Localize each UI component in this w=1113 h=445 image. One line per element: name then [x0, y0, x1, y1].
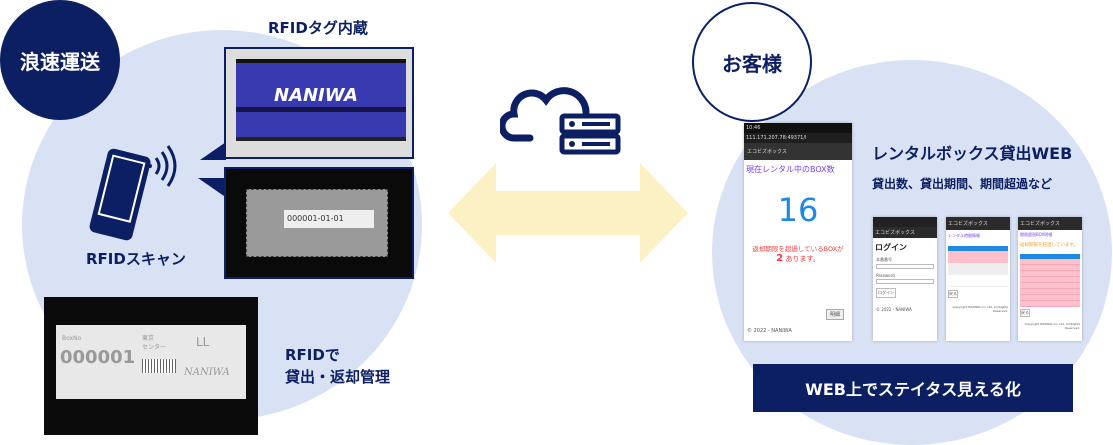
tag-label: RFIDタグ内蔵	[268, 19, 368, 37]
rental-count: 16	[777, 191, 819, 229]
detail-button[interactable]: 明細	[825, 309, 844, 320]
box-brand: NANIWA	[274, 85, 358, 106]
web-title: レンタルボックス貸出WEB	[872, 144, 1073, 163]
barcode	[142, 359, 176, 373]
double-arrow	[448, 163, 688, 263]
login-screenshot: ​エコビズボックス ログイン 本番番号 Password ログイン © 2022…	[873, 217, 937, 341]
box-photo: NANIWA	[224, 47, 414, 159]
list-screenshot: エコビズボックス レンタル時間情報 戻る Copyright NANIWA Co…	[946, 217, 1010, 341]
manage-label: RFIDで貸出・返却管理	[285, 346, 391, 386]
tag-code: 000001-01-01	[284, 210, 374, 228]
callout-tail	[200, 142, 226, 160]
overdue-screenshot: エコビズボックス 期限超過BOX明細 返却期限を超過しています。 戻る Copy…	[1018, 217, 1082, 341]
status-banner: WEB上でステイタス見える化	[753, 364, 1073, 412]
phone-screenshot: 10:46 111.171.207.78:49371/l エコビズボックス 現在…	[744, 123, 852, 341]
callout-tail	[198, 178, 224, 196]
tag-photo: 000001-01-01	[224, 167, 414, 279]
rfid-scanner-icon	[89, 145, 177, 241]
company-badge: 浪速運送	[0, 0, 120, 120]
scan-label: RFIDスキャン	[86, 250, 186, 268]
customer-badge: お客様	[692, 2, 812, 122]
web-subtitle: 貸出数、貸出期間、期間超過など	[872, 177, 1053, 191]
cloud-server-icon	[500, 87, 621, 155]
label-card-photo: BoxNo 000001 東京 センター LL NANIWA	[44, 297, 258, 435]
